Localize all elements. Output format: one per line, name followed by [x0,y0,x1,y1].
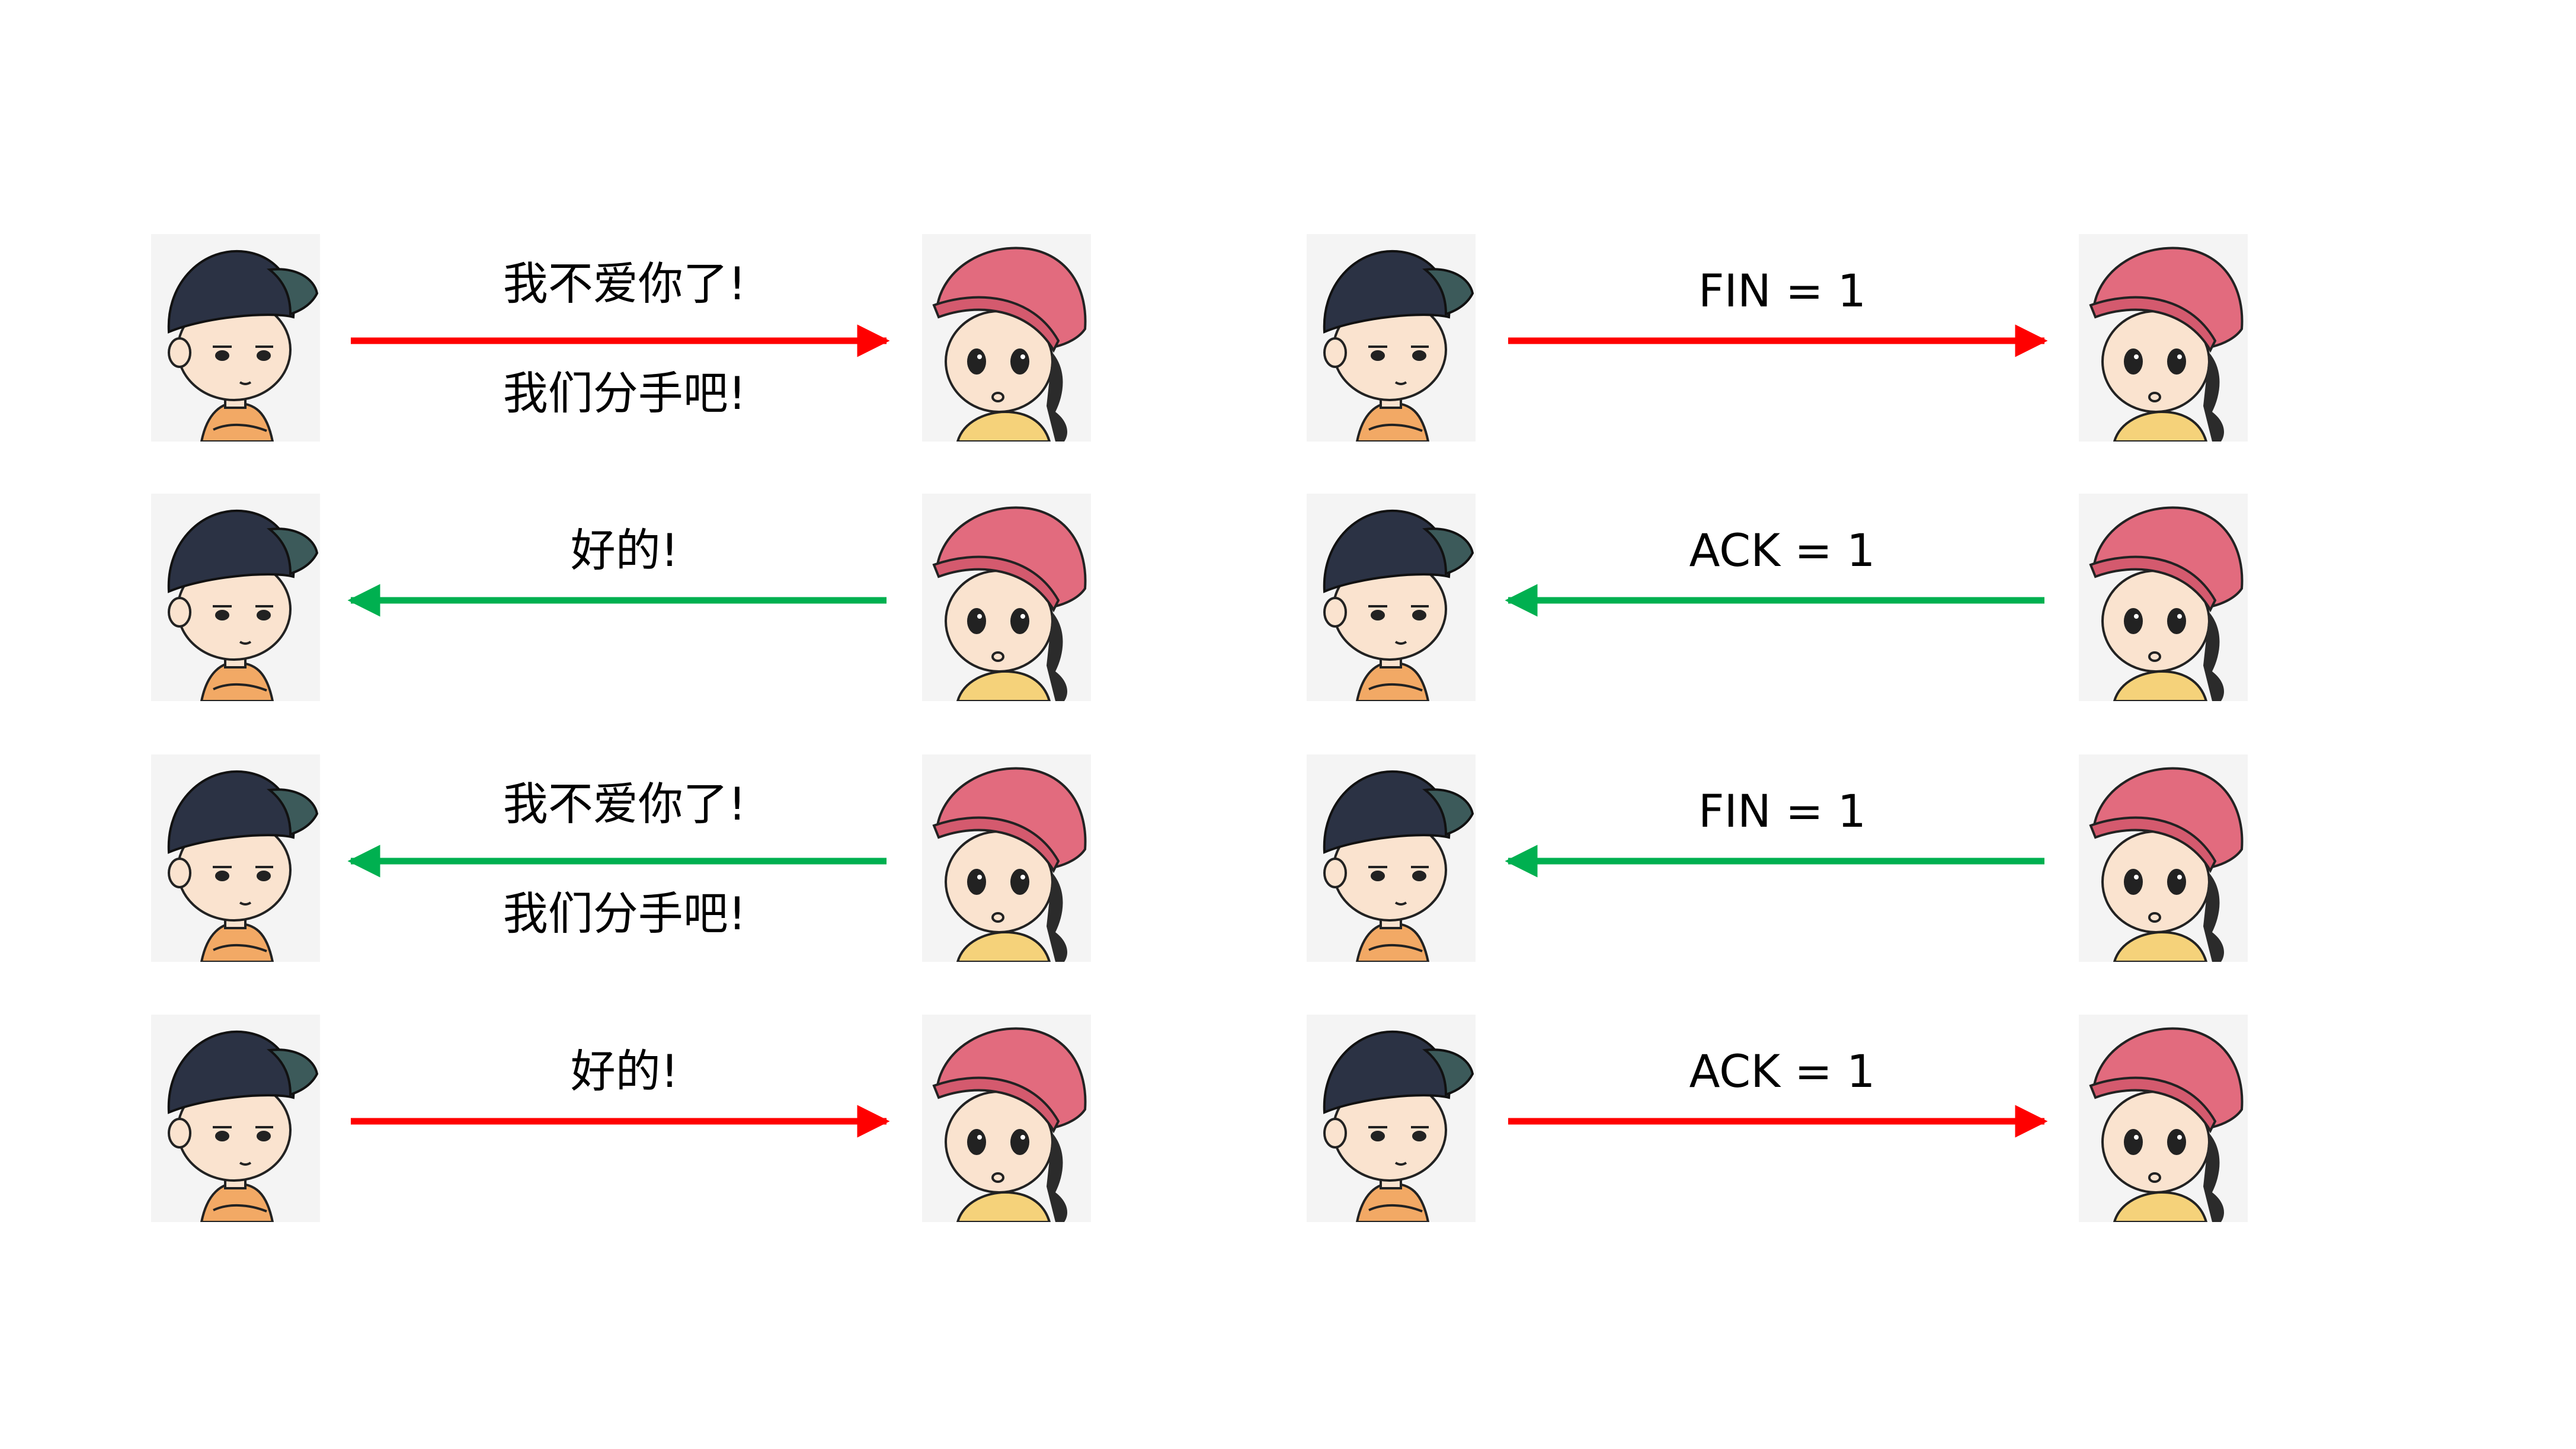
girl-avatar [922,234,1091,442]
boy-avatar [1307,234,1476,442]
girl-avatar [922,754,1091,962]
message-label: 好的! [571,1045,679,1098]
boy-avatar [1307,1015,1476,1222]
boy-avatar [1307,494,1476,701]
message-label: FIN = 1 [1698,264,1866,317]
message-label: 我不爱你了! [503,257,746,310]
message-row: 我不爱你了! 我们分手吧! [151,234,1091,442]
message-row: 好的! [151,1015,1091,1222]
girl-avatar [2079,494,2248,701]
message-label: ACK = 1 [1689,524,1876,577]
message-label: 好的! [571,524,679,577]
boy-avatar [1307,754,1476,962]
left-panel-chinese-analogy: 我不爱你了! 我们分手吧! 好的! 我不爱你了! 我们分手吧! 好的! [151,234,1091,1222]
message-row: ACK = 1 [1307,1015,2248,1222]
message-label: ACK = 1 [1689,1045,1876,1098]
message-label: 我不爱你了! [503,778,746,830]
boy-avatar [151,1015,320,1222]
girl-avatar [2079,754,2248,962]
message-label: 我们分手吧! [503,887,746,940]
boy-avatar [151,754,320,962]
message-label: 我们分手吧! [503,367,746,420]
girl-avatar [2079,234,2248,442]
girl-avatar [922,1015,1091,1222]
message-row: FIN = 1 [1307,234,2248,442]
message-row: 我不爱你了! 我们分手吧! [151,754,1091,962]
message-label: FIN = 1 [1698,785,1866,837]
message-row: 好的! [151,494,1091,701]
boy-avatar [151,234,320,442]
girl-avatar [922,494,1091,701]
boy-avatar [151,494,320,701]
message-row: ACK = 1 [1307,494,2248,701]
right-panel-tcp-flags: FIN = 1 ACK = 1 FIN = 1 ACK = 1 [1307,234,2248,1222]
girl-avatar [2079,1015,2248,1222]
message-row: FIN = 1 [1307,754,2248,962]
